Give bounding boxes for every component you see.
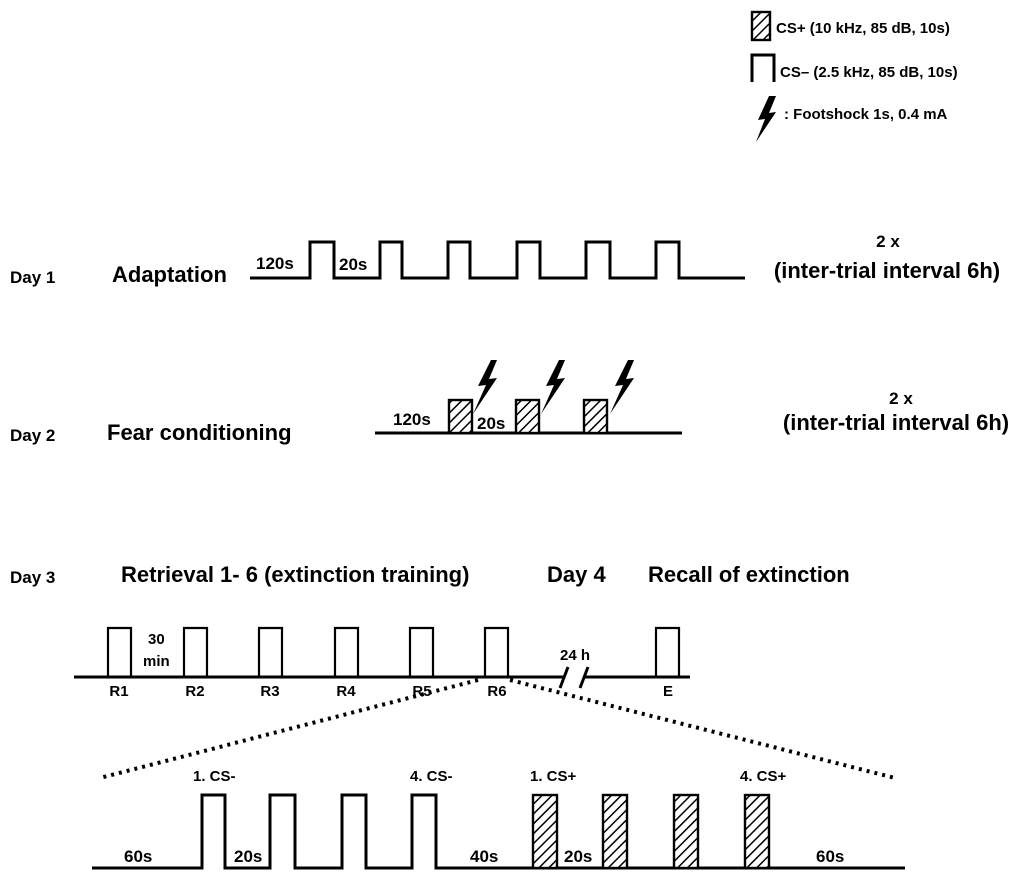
fourth-cs-minus-label: 4. CS- [410, 768, 453, 785]
cs-minus-iti: 20s [234, 847, 262, 866]
day2-label: Day 2 [10, 426, 55, 445]
retrieval-label: R4 [336, 683, 356, 700]
day4-label: Day 4 [547, 562, 606, 587]
day1-interval: (inter-trial interval 6h) [774, 258, 1000, 283]
day3-label: Day 3 [10, 568, 55, 587]
retrieval-session [333, 626, 360, 677]
gap-duration-top: 30 [148, 631, 165, 648]
lightning-icon [541, 360, 565, 414]
legend-cs-minus: CS– (2.5 kHz, 85 dB, 10s) [780, 64, 958, 81]
day1-baseline: 120s [256, 254, 294, 273]
cs-plus-block [447, 398, 474, 435]
recall-label: E [663, 683, 673, 700]
day2-iti: 20s [477, 414, 505, 433]
gap-duration-bottom: min [143, 653, 170, 670]
day-delay: 24 h [560, 647, 590, 664]
retrieval-label: R5 [412, 683, 431, 700]
expanded-session: 1. CS- 4. CS- 1. CS+ 4. CS+ 60s 20s 40s … [92, 768, 905, 870]
legend: CS+ (10 kHz, 85 dB, 10s) CS– (2.5 kHz, 8… [750, 10, 958, 142]
day3-phase: Retrieval 1- 6 (extinction training) [121, 562, 469, 587]
lightning-icon [756, 96, 776, 142]
recall-session [654, 626, 681, 677]
lightning-icon [473, 360, 497, 414]
retrieval-session [483, 626, 510, 677]
cs-plus-iti: 20s [564, 847, 592, 866]
retrieval-label: R1 [109, 683, 128, 700]
day2-interval: (inter-trial interval 6h) [783, 410, 1009, 435]
cs-plus-block [531, 793, 559, 870]
day3-day4-row: Day 3 Retrieval 1- 6 (extinction trainin… [10, 562, 896, 780]
day2-phase: Fear conditioning [107, 420, 292, 445]
cs-plus-swatch [750, 10, 772, 42]
between-duration: 40s [470, 847, 498, 866]
retrieval-session [257, 626, 284, 677]
expanded-trace [92, 793, 905, 870]
day4-phase: Recall of extinction [648, 562, 850, 587]
cs-plus-block [601, 793, 629, 870]
day2-row: Day 2 Fear conditioning 120s 20s 2 x (in… [10, 360, 1009, 445]
cs-plus-block [743, 793, 771, 870]
day1-iti: 20s [339, 255, 367, 274]
start-duration: 60s [124, 847, 152, 866]
retrieval-label: R3 [260, 683, 279, 700]
retrieval-session [182, 626, 209, 677]
day1-repeat: 2 x [876, 232, 900, 251]
end-duration: 60s [816, 847, 844, 866]
retrieval-label: R6 [487, 683, 506, 700]
fourth-cs-plus-label: 4. CS+ [740, 768, 787, 785]
day2-repeat: 2 x [889, 389, 913, 408]
zoom-guide-right [509, 678, 896, 780]
zoom-guide-left [99, 678, 479, 780]
legend-footshock: : Footshock 1s, 0.4 mA [784, 106, 948, 123]
time-break-mark [558, 666, 570, 689]
lightning-icon [610, 360, 634, 414]
first-cs-minus-label: 1. CS- [193, 768, 236, 785]
cs-minus-swatch [750, 53, 776, 82]
retrieval-session [408, 626, 435, 677]
day1-phase: Adaptation [112, 262, 227, 287]
retrieval-label: R2 [185, 683, 204, 700]
time-break-mark [578, 666, 590, 689]
day1-trace [250, 240, 745, 280]
day1-label: Day 1 [10, 268, 55, 287]
retrieval-session [106, 626, 133, 677]
cs-plus-block [514, 398, 541, 435]
cs-plus-block [672, 793, 700, 870]
day1-row: Day 1 Adaptation 120s 20s 2 x (inter-tri… [10, 232, 1000, 287]
first-cs-plus-label: 1. CS+ [530, 768, 577, 785]
cs-plus-block [582, 398, 609, 435]
day2-baseline: 120s [393, 410, 431, 429]
legend-cs-plus: CS+ (10 kHz, 85 dB, 10s) [776, 20, 950, 37]
